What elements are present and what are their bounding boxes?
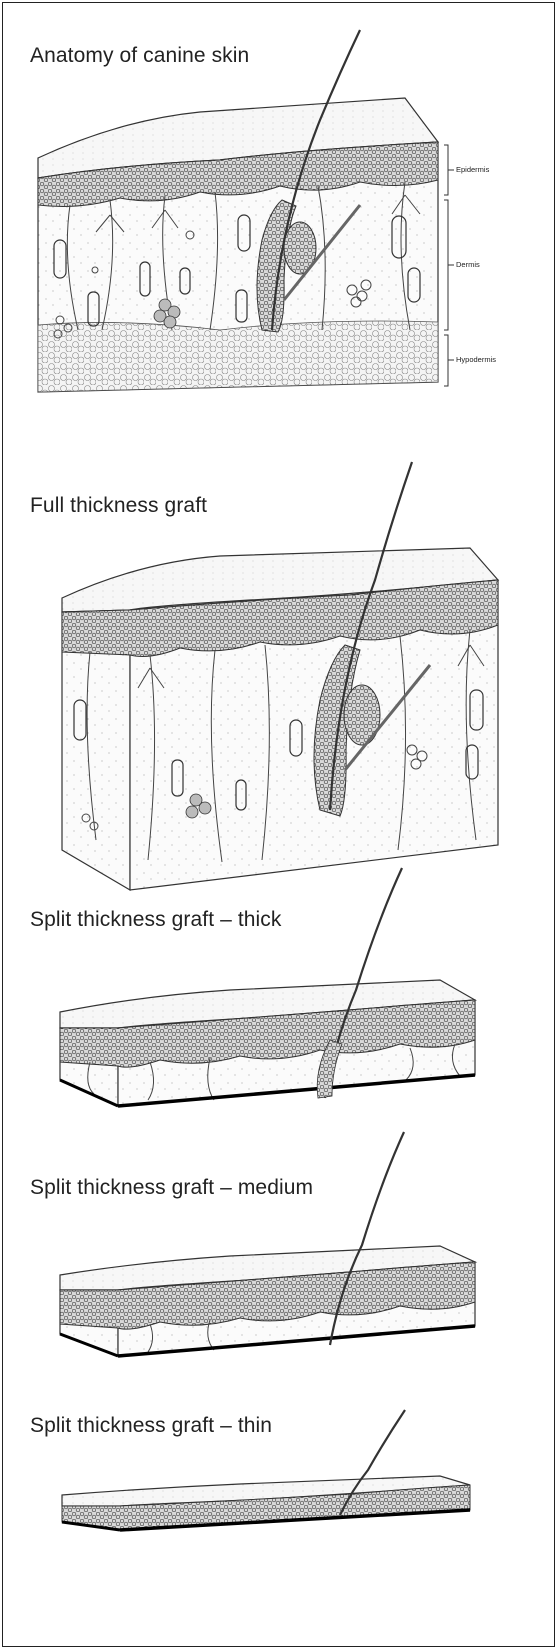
epidermis-label: Epidermis (456, 165, 489, 174)
full-thickness-title: Full thickness graft (30, 494, 207, 518)
anatomy-title: Anatomy of canine skin (30, 44, 249, 68)
split-thick-title: Split thickness graft – thick (30, 908, 282, 932)
split-thick-block (60, 868, 475, 1106)
anatomy-block (38, 30, 454, 392)
split-medium-block (60, 1132, 475, 1356)
hypodermis-label: Hypodermis (456, 355, 496, 364)
full-thickness-block (62, 462, 498, 890)
split-medium-title: Split thickness graft – medium (30, 1176, 313, 1200)
split-thin-title: Split thickness graft – thin (30, 1414, 272, 1438)
dermis-label: Dermis (456, 260, 480, 269)
